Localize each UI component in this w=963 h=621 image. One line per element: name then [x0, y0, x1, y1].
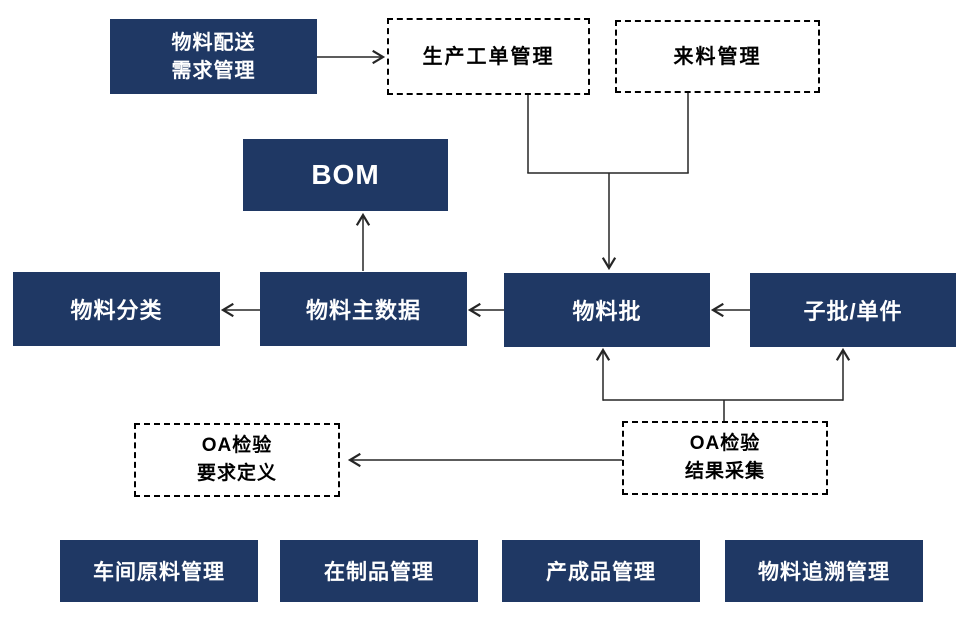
- node-label: 来料管理: [673, 45, 762, 68]
- node-label-line: 要求定义: [196, 463, 277, 484]
- node-material-batch: 物料批: [504, 273, 710, 347]
- node-label: 车间原料管理: [93, 561, 225, 584]
- node-label-line: OA检验: [689, 433, 761, 455]
- node-sub-batch-single-piece: 子批/单件: [750, 273, 956, 347]
- node-label: BOM: [311, 159, 380, 190]
- node-bom: BOM: [243, 139, 448, 211]
- node-label: 物料追溯管理: [758, 561, 890, 584]
- node-finished-product: 产成品管理: [502, 540, 700, 602]
- node-workshop-raw-material: 车间原料管理: [60, 540, 258, 602]
- node-material-classification: 物料分类: [13, 272, 220, 346]
- node-label: 物料批: [572, 299, 642, 324]
- node-label: 物料分类: [70, 298, 163, 323]
- node-label-line: 需求管理: [171, 59, 256, 82]
- node-production-work-order: 生产工单管理: [387, 18, 590, 95]
- node-qa-inspection-result-collection: OA检验 结果采集: [622, 421, 828, 495]
- node-label: 子批/单件: [803, 299, 903, 324]
- node-label: 物料主数据: [305, 298, 421, 323]
- node-label: 在制品管理: [324, 561, 434, 584]
- node-label: 生产工单管理: [422, 45, 555, 68]
- node-material-distribution-demand: 物料配送 需求管理: [110, 19, 317, 94]
- node-material-traceability: 物料追溯管理: [725, 540, 923, 602]
- node-incoming-material: 来料管理: [615, 20, 820, 93]
- node-label: 产成品管理: [546, 561, 656, 584]
- node-label-line: 物料配送: [171, 31, 256, 54]
- node-label-line: 结果采集: [684, 461, 765, 482]
- node-material-master-data: 物料主数据: [260, 272, 467, 346]
- node-label-line: OA检验: [201, 435, 273, 457]
- node-work-in-process: 在制品管理: [280, 540, 478, 602]
- node-qa-inspection-requirement-definition: OA检验 要求定义: [134, 423, 340, 497]
